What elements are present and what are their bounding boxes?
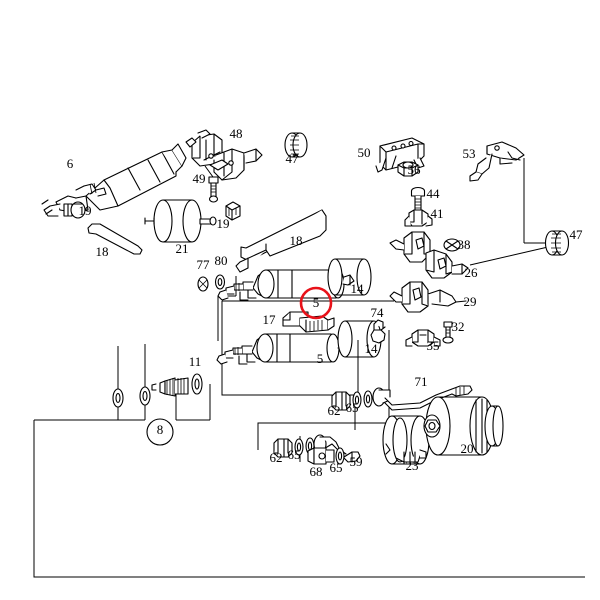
part-number-label: 17 <box>263 312 277 327</box>
part-number-label: 47 <box>570 227 584 242</box>
part-74-spring-clamp <box>370 319 386 344</box>
part-56-nut-hex <box>397 161 419 177</box>
part-21-fuel-filter-small <box>144 199 217 243</box>
part-47-rubber-mount-right <box>544 230 570 256</box>
part-14-pump-sleeve-lower <box>337 320 382 358</box>
part-number-label: 53 <box>463 146 476 161</box>
part-number-label: 48 <box>230 126 243 141</box>
part-48-pump-bracket <box>185 129 263 181</box>
part-5-fuel-pump-lower <box>216 333 350 365</box>
part-number-label: 8 <box>157 422 164 437</box>
part-number-label: 80 <box>215 253 228 268</box>
part-number-label: 56 <box>408 162 422 177</box>
part-5-fuel-pump-upper <box>217 269 355 301</box>
part-number-label: 71 <box>415 374 428 389</box>
part-number-label: 18 <box>290 233 303 248</box>
part-17-electrical-connector <box>282 311 335 333</box>
part-62-banjo-fitting-upper <box>331 391 351 411</box>
part-35-clip <box>405 329 441 347</box>
part-number-label: 29 <box>464 294 477 309</box>
part-number-label: 11 <box>189 354 202 369</box>
part-number-labels: 6 19 18 21 19 48 49 47 18 50 56 53 44 41 38 26 47 77 80 5 14… <box>67 126 583 479</box>
part-number-label: 62 <box>328 403 341 418</box>
part-number-label: 65 <box>330 460 343 475</box>
part-number-label: 5 <box>313 295 320 310</box>
leader-lines <box>33 158 585 578</box>
part-68-banjo-bolt <box>307 447 335 465</box>
part-38-nut <box>443 238 461 252</box>
part-47-rubber-mount-upper <box>284 132 308 158</box>
part-number-label: 44 <box>427 186 441 201</box>
part-number-label: 23 <box>406 458 419 473</box>
part-8-seal-kit <box>112 377 189 408</box>
part-71-fuel-line-long <box>372 385 473 411</box>
part-19-hose-clamp-left <box>63 201 86 219</box>
part-number-label: 65 <box>346 400 359 415</box>
part-number-label: 19 <box>79 203 92 218</box>
part-11-sealing-ring <box>191 373 203 395</box>
part-65-sealing-washer-upper <box>352 390 373 409</box>
part-number-label: 74 <box>371 305 385 320</box>
part-62-banjo-fitting-lower <box>273 438 293 458</box>
part-number-label: 18 <box>96 244 109 259</box>
part-number-label: 47 <box>286 151 300 166</box>
part-number-label: 41 <box>431 206 444 221</box>
part-number-label: 50 <box>358 145 371 160</box>
part-number-label: 68 <box>310 464 323 479</box>
part-number-label: 14 <box>351 281 365 296</box>
part-number-label: 6 <box>67 156 74 171</box>
part-6-fuel-pump-long <box>41 143 187 217</box>
part-53-support-bracket <box>469 141 525 182</box>
part-32-bolt <box>442 321 454 344</box>
part-80-washer <box>214 274 226 290</box>
highlight-circle-part-5 <box>299 286 333 320</box>
part-18-fuel-hose-right <box>235 209 327 273</box>
part-number-label: 21 <box>176 241 189 256</box>
part-number-label: 35 <box>427 338 440 353</box>
part-number-label: 62 <box>270 450 283 465</box>
part-29-mounting-bracket <box>389 281 467 313</box>
part-number-label: 77 <box>197 257 211 272</box>
part-number-label: 59 <box>350 454 363 469</box>
part-77-o-ring <box>197 276 209 292</box>
part-20-fuel-filter <box>423 396 504 456</box>
part-49-bolt-short <box>204 165 219 203</box>
part-44-screw <box>410 186 426 213</box>
part-number-label: 19 <box>217 216 230 231</box>
part-number-label: 38 <box>458 237 471 252</box>
part-number-label: 26 <box>465 265 479 280</box>
part-number-label: 65 <box>288 447 301 462</box>
part-number-label: 20 <box>461 441 474 456</box>
part-number-label: 32 <box>452 319 465 334</box>
part-19-hose-clamp-right <box>225 201 241 221</box>
part-number-label: 49 <box>193 171 206 186</box>
label-circle-part-8 <box>146 418 174 446</box>
part-26-pump-mounting-clamp <box>389 231 469 279</box>
part-14-pump-sleeve-upper <box>327 258 372 296</box>
part-23-filter-clamp <box>382 415 430 465</box>
part-65-sealing-washer-bolt <box>335 447 345 465</box>
part-number-label: 5 <box>317 351 324 366</box>
part-41-retaining-clip <box>404 209 433 227</box>
part-number-label: 14 <box>365 341 379 356</box>
part-18-fuel-hose-left <box>87 223 143 255</box>
